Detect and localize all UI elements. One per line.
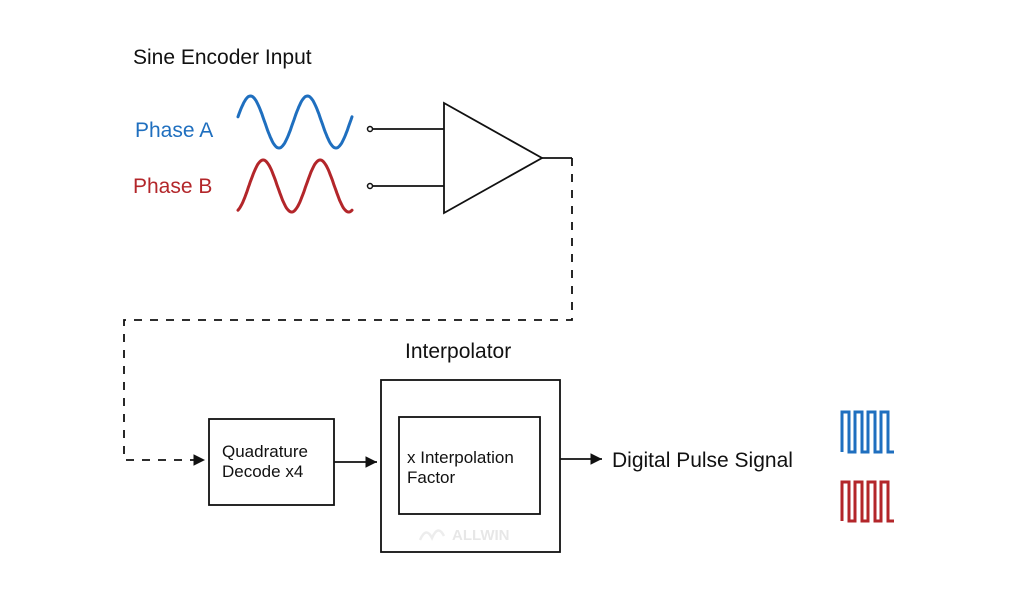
dashed-signal-path — [123, 158, 573, 466]
output-label: Digital Pulse Signal — [612, 449, 793, 472]
diagram-title: Sine Encoder Input — [133, 46, 312, 69]
phase-a-sine-wave — [236, 94, 354, 150]
watermark-text: ALLWIN — [452, 527, 510, 544]
phase-b-sine-wave — [236, 158, 354, 214]
quadrature-decode-box — [208, 418, 335, 506]
quadrature-line-1: Quadrature — [222, 442, 308, 461]
phase-b-pulse-icon — [840, 480, 894, 523]
amplifier-triangle — [443, 101, 544, 215]
factor-line-2: Factor — [407, 468, 456, 487]
factor-line-1: x Interpolation — [407, 448, 514, 467]
interpolator-label: Interpolator — [405, 340, 511, 363]
quadrature-line-2: Decode x4 — [222, 462, 303, 481]
allwin-watermark: ALLWIN — [418, 527, 510, 544]
interpolation-factor-box — [398, 416, 541, 515]
phase-a-label: Phase A — [135, 119, 213, 142]
phase-a-pulse-icon — [840, 410, 894, 454]
phase-a-terminal — [366, 125, 374, 133]
phase-b-terminal — [366, 182, 374, 190]
phase-b-label: Phase B — [133, 175, 212, 198]
watermark-logo-icon — [418, 529, 446, 541]
